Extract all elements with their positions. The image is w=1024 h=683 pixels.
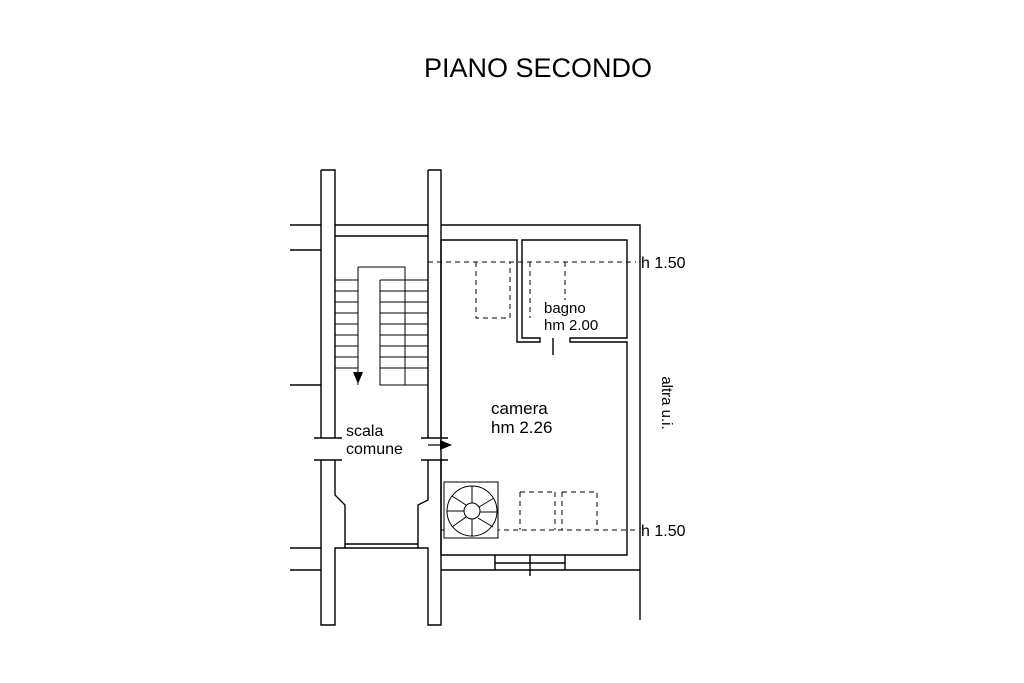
neighbor-unit-label: altra u.i.: [658, 376, 675, 429]
door-ticks: [314, 338, 554, 576]
stair-outline: [357, 266, 428, 386]
left-stair-wall: [320, 169, 346, 626]
bedroom-walls: [440, 239, 628, 556]
hidden-box-2: [529, 262, 566, 318]
height-bottom-label: h 1.50: [641, 523, 686, 540]
stair-top-wall: [335, 224, 428, 237]
outer-top-wall: [441, 224, 641, 620]
left-outer-walls: [290, 224, 321, 571]
dashed-lines: [428, 261, 636, 531]
stairwell-label-1: scala: [346, 423, 383, 440]
walls: [290, 169, 641, 626]
stairwell-label-2: comune: [346, 441, 403, 458]
spiral-staircase-icon: [443, 481, 499, 539]
stair-steps-right: [380, 279, 428, 369]
bathroom-height: hm 2.00: [544, 317, 598, 334]
stair-bottom-wall: [345, 543, 418, 549]
down-arrow-icon: [353, 372, 363, 384]
height-top-label: h 1.50: [641, 255, 686, 272]
entry-arrow-icon: [440, 440, 452, 450]
bedroom-label: camera: [491, 399, 548, 418]
stair-steps-left: [335, 279, 358, 369]
staircase: [335, 266, 428, 386]
bathroom-label: bagno: [544, 300, 586, 317]
right-stair-wall: [417, 169, 442, 626]
bedroom-height: hm 2.26: [491, 418, 552, 437]
plan-title: PIANO SECONDO: [424, 53, 652, 83]
hidden-box-1: [475, 262, 511, 319]
hidden-boxes-bottom: [519, 491, 598, 530]
